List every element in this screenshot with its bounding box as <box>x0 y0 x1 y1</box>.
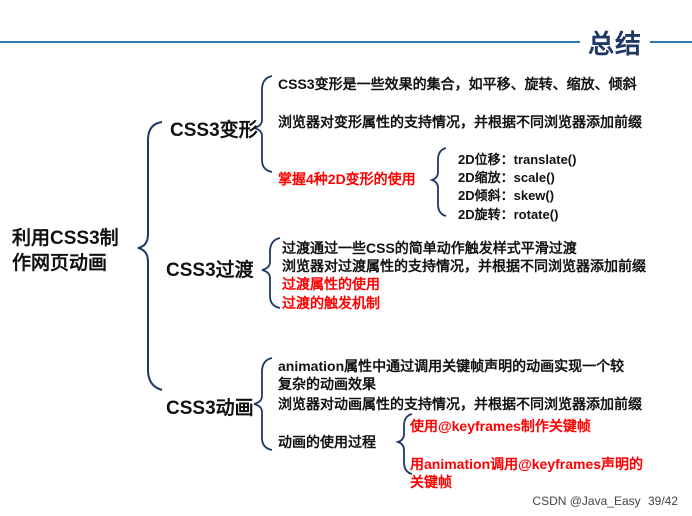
transform-sub-3: 2D倾斜：skew() <box>458 188 555 203</box>
page-number: 39/42 <box>647 494 678 508</box>
transform-sub-1: 2D位移：translate() <box>458 152 577 167</box>
transition-item-1: 过渡通过一些CSS的简单动作触发样式平滑过渡 <box>282 240 577 256</box>
title-rule <box>0 41 692 43</box>
page-title: 总结 <box>579 24 650 61</box>
branch-animation: CSS3动画 <box>166 398 254 419</box>
root-node: 利用CSS3制作网页动画 <box>12 228 119 274</box>
transform-sub-2: 2D缩放：scale() <box>458 170 555 185</box>
animation-item-2: 浏览器对动画属性的支持情况，并根据不同浏览器添加前缀 <box>278 396 642 412</box>
transition-item-2: 浏览器对过渡属性的支持情况，并根据不同浏览器添加前缀 <box>282 258 646 274</box>
transform-sub-4: 2D旋转：rotate() <box>458 207 559 222</box>
transform-item-1: CSS3变形是一些效果的集合，如平移、旋转、缩放、倾斜 <box>278 76 637 92</box>
animation-sub-1: 使用@keyframes制作关键帧 <box>410 418 591 434</box>
transition-item-4: 过渡的触发机制 <box>282 295 380 311</box>
transition-bracket <box>261 237 281 309</box>
animation-item-3: 动画的使用过程 <box>278 434 376 450</box>
animation-item-1: animation属性中通过调用关键帧声明的动画实现一个较复杂的动画效果 <box>278 358 625 392</box>
root-bracket <box>137 121 163 391</box>
animation-sub-2: 用animation调用@keyframes声明的关键帧 <box>410 456 644 490</box>
animation-bracket <box>253 357 273 451</box>
transform-sub-bracket <box>429 147 447 217</box>
transition-item-3: 过渡属性的使用 <box>282 276 380 292</box>
branch-transition: CSS3过渡 <box>166 260 254 281</box>
branch-transform: CSS3变形 <box>170 120 258 141</box>
transform-item-3: 掌握4种2D变形的使用 <box>278 171 416 187</box>
transform-item-2: 浏览器对变形属性的支持情况，并根据不同浏览器添加前缀 <box>278 114 642 130</box>
animation-sub-bracket <box>395 413 413 475</box>
transform-bracket <box>253 75 273 173</box>
footer: CSDN @Java_Easy 39/42 <box>532 494 678 508</box>
watermark: CSDN @Java_Easy <box>532 494 641 508</box>
